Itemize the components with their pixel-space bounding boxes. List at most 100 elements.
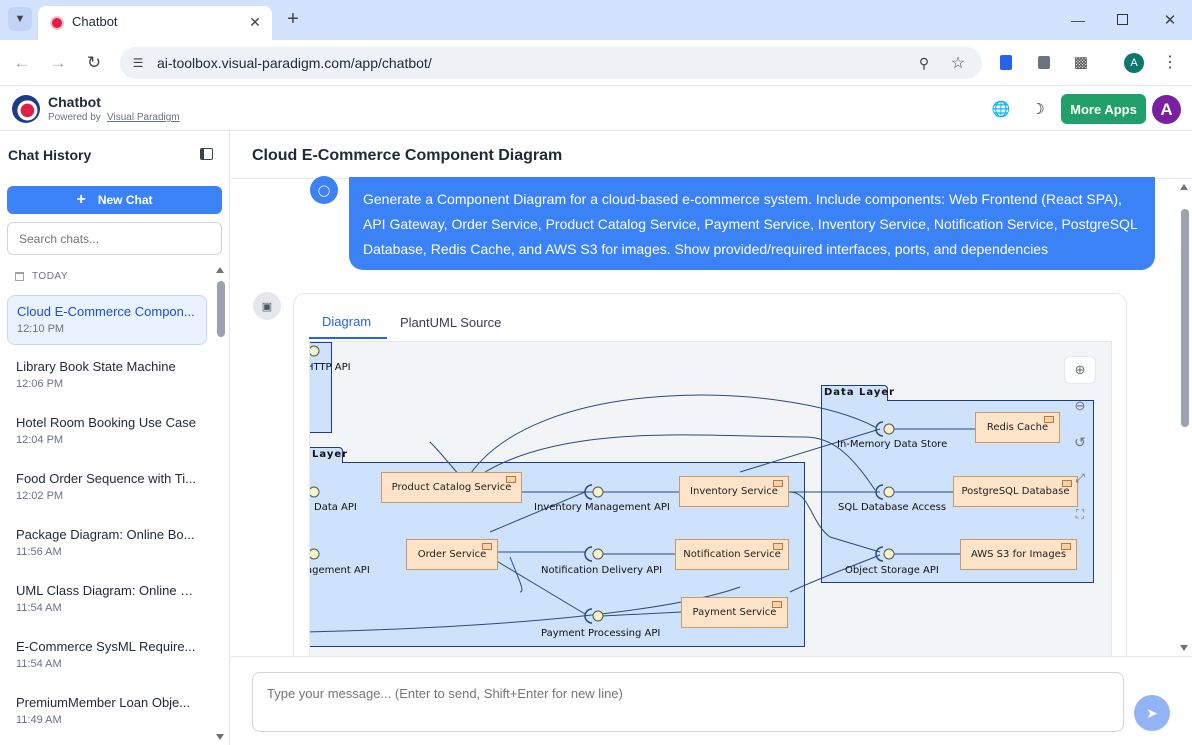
chat-item[interactable]: Cloud E-Commerce Compon... 12:10 PM: [7, 295, 207, 345]
component-icon: [1062, 480, 1072, 487]
fullscreen-button[interactable]: ⛶: [1064, 500, 1096, 528]
fit-to-screen-button[interactable]: ⤢: [1064, 464, 1096, 492]
search-chats-input[interactable]: [7, 222, 222, 255]
more-apps-button[interactable]: More Apps: [1061, 94, 1146, 124]
payment-service-component[interactable]: Payment Service: [681, 597, 788, 628]
close-window-icon[interactable]: ✕: [1163, 12, 1177, 29]
diagram-response-card: Diagram PlantUML Source Layer Data Layer: [293, 293, 1127, 673]
forward-icon[interactable]: →: [49, 53, 67, 72]
user-avatar[interactable]: A: [1152, 95, 1181, 124]
new-chat-button[interactable]: + New Chat: [7, 186, 222, 214]
group-label-today: TODAY: [32, 271, 69, 282]
component-icon: [773, 543, 783, 550]
component-diagram-canvas[interactable]: Layer Data Layer: [309, 341, 1112, 661]
sidebar-scroll-up-icon[interactable]: [216, 267, 224, 273]
chat-item[interactable]: Library Book State Machine 12:06 PM: [7, 351, 207, 401]
calendar-icon: [15, 272, 24, 281]
component-icon: [772, 601, 782, 608]
message-input[interactable]: [252, 672, 1124, 732]
user-avatar-icon: ◯: [310, 176, 338, 204]
zoom-in-icon: ⊕: [1074, 362, 1086, 377]
chat-item[interactable]: Hotel Room Booking Use Case 12:04 PM: [7, 407, 207, 457]
bookmark-star-icon[interactable]: ☆: [950, 55, 966, 72]
component-icon: [482, 543, 492, 550]
aws-s3-component[interactable]: AWS S3 for Images: [960, 539, 1077, 570]
extension-icon[interactable]: [1000, 55, 1012, 70]
chat-item[interactable]: UML Class Diagram: Online L... 11:54 AM: [7, 575, 207, 625]
order-service-component[interactable]: Order Service: [406, 539, 498, 570]
chat-item[interactable]: PremiumMember Loan Obje... 11:49 AM: [7, 687, 207, 737]
product-catalog-service-component[interactable]: Product Catalog Service: [381, 472, 522, 503]
data-layer-tab: [821, 385, 888, 401]
zoom-out-icon: ⊖: [1074, 398, 1086, 413]
component-icon: [773, 480, 783, 487]
site-info-icon[interactable]: ☰: [132, 56, 144, 70]
send-icon: ➤: [1146, 704, 1158, 721]
browser-menu-icon[interactable]: ⋮: [1162, 54, 1178, 71]
chat-item-time: 11:56 AM: [16, 546, 62, 558]
extension-2-icon[interactable]: [1038, 56, 1050, 69]
composer-area: ➤: [231, 656, 1192, 745]
send-button[interactable]: ➤: [1134, 695, 1170, 731]
main-scrollbar-thumb[interactable]: [1181, 209, 1189, 427]
reset-icon: ↺: [1074, 433, 1086, 450]
app-header: Chatbot Powered by Visual Paradigm 🌐 ☽ M…: [0, 87, 1192, 131]
chat-item-title: Package Diagram: Online Bo...: [16, 527, 195, 542]
visual-paradigm-logo-icon: [12, 95, 40, 123]
powered-by-text: Powered by: [48, 112, 101, 123]
tab-diagram[interactable]: Diagram: [322, 314, 372, 329]
redis-cache-component[interactable]: Redis Cache: [975, 412, 1060, 443]
interface-label: HTTP API: [309, 362, 351, 373]
tab-list-button[interactable]: ▼: [8, 7, 32, 31]
component-icon: [1061, 543, 1071, 550]
chat-item[interactable]: Package Diagram: Online Bo... 11:56 AM: [7, 519, 207, 569]
main-scroll-up-icon[interactable]: [1180, 184, 1188, 190]
back-icon[interactable]: ←: [13, 53, 31, 72]
interface-label: Data API: [314, 502, 357, 513]
extensions-puzzle-icon[interactable]: ▩: [1073, 54, 1089, 71]
minimize-icon[interactable]: —: [1071, 12, 1085, 28]
language-globe-icon[interactable]: 🌐: [991, 101, 1011, 118]
inventory-service-component[interactable]: Inventory Service: [679, 476, 789, 507]
profile-avatar[interactable]: A: [1124, 53, 1144, 73]
zoom-icon[interactable]: ⚲: [918, 54, 930, 71]
interface-label: Notification Delivery API: [541, 565, 663, 576]
new-chat-label: New Chat: [97, 193, 153, 207]
chat-item-time: 12:04 PM: [16, 434, 64, 446]
maximize-icon[interactable]: [1117, 14, 1128, 25]
chat-item-title: UML Class Diagram: Online L...: [16, 583, 198, 598]
reset-view-button[interactable]: ↺: [1064, 428, 1096, 456]
plus-icon: +: [76, 191, 86, 208]
component-icon: [1044, 416, 1054, 423]
sidebar-scroll-down-icon[interactable]: [216, 734, 224, 740]
postgresql-database-component[interactable]: PostgreSQL Database: [953, 476, 1078, 507]
interface-label: In-Memory Data Store: [837, 439, 948, 450]
component-label: Payment Service: [692, 607, 777, 618]
toggle-sidebar-icon[interactable]: [200, 148, 213, 160]
user-message-text: Generate a Component Diagram for a cloud…: [363, 191, 1138, 257]
sidebar-scrollbar-thumb[interactable]: [217, 281, 225, 337]
reload-icon[interactable]: ↻: [86, 53, 102, 72]
tab-close-icon[interactable]: ✕: [249, 13, 261, 30]
tab-favicon-icon: [50, 16, 64, 30]
chat-title: Cloud E-Commerce Component Diagram: [252, 147, 563, 164]
tab-plantuml-source[interactable]: PlantUML Source: [400, 315, 502, 330]
chat-item-time: 12:06 PM: [16, 378, 64, 390]
chat-item[interactable]: Food Order Sequence with Ti... 12:02 PM: [7, 463, 207, 513]
main-scroll-down-icon[interactable]: [1180, 645, 1188, 651]
new-tab-icon[interactable]: +: [287, 7, 299, 30]
interface-label: Inventory Management API: [534, 502, 670, 513]
service-layer-label: Layer: [312, 449, 349, 460]
zoom-out-button[interactable]: ⊖: [1064, 392, 1096, 420]
interface-label: SQL Database Access: [838, 502, 947, 513]
component-label: Product Catalog Service: [391, 482, 512, 493]
browser-tab[interactable]: Chatbot ✕: [38, 6, 272, 40]
chat-item-time: 12:02 PM: [16, 490, 64, 502]
chat-item[interactable]: E-Commerce SysML Require... 11:54 AM: [7, 631, 207, 681]
notification-service-component[interactable]: Notification Service: [675, 539, 789, 570]
powered-by-link[interactable]: Visual Paradigm: [107, 112, 180, 123]
zoom-in-button[interactable]: ⊕: [1064, 356, 1096, 384]
address-bar[interactable]: ☰ ai-toolbox.visual-paradigm.com/app/cha…: [120, 47, 982, 79]
browser-tab-bar: ▼ Chatbot ✕ + — ✕: [0, 0, 1192, 40]
dark-mode-moon-icon[interactable]: ☽: [1031, 101, 1045, 118]
